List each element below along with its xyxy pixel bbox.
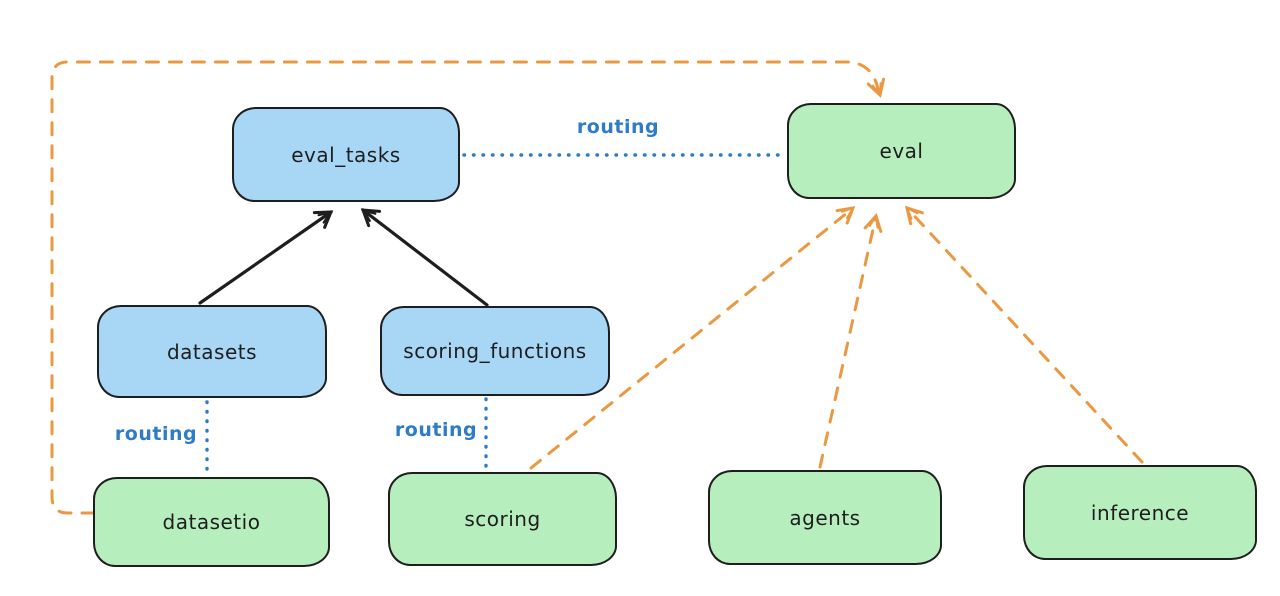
node-inference: inference: [1023, 465, 1257, 560]
node-datasets: datasets: [97, 305, 327, 398]
node-agents: agents: [708, 470, 942, 565]
node-scoring: scoring: [388, 472, 617, 566]
node-datasetio-label: datasetio: [162, 510, 261, 534]
node-scoring-functions: scoring_functions: [380, 306, 610, 396]
edge-label-routing-datasets-datasetio: routing: [114, 423, 198, 445]
node-agents-label: agents: [789, 505, 861, 530]
node-scoring-functions-label: scoring_functions: [403, 339, 587, 363]
node-eval-tasks: eval_tasks: [232, 107, 460, 202]
edge-datasetio-to-eval: [50, 60, 886, 515]
node-eval-tasks-label: eval_tasks: [291, 142, 401, 167]
node-eval-label: eval: [879, 139, 924, 163]
edge-datasets-to-eval-tasks: [198, 210, 334, 305]
edge-scoring-to-eval: [529, 206, 856, 470]
edge-label-routing-scoring-functions-scoring: routing: [394, 419, 478, 441]
node-scoring-label: scoring: [464, 507, 541, 531]
node-datasets-label: datasets: [166, 339, 258, 364]
node-datasetio: datasetio: [93, 477, 330, 567]
node-inference-label: inference: [1090, 500, 1190, 525]
edge-agents-to-eval: [818, 213, 883, 469]
edge-inference-to-eval: [904, 205, 1144, 464]
edge-scoring-functions-to-eval-tasks: [360, 208, 489, 307]
edge-label-routing-eval-tasks-eval: routing: [576, 116, 660, 138]
node-eval: eval: [787, 103, 1016, 199]
